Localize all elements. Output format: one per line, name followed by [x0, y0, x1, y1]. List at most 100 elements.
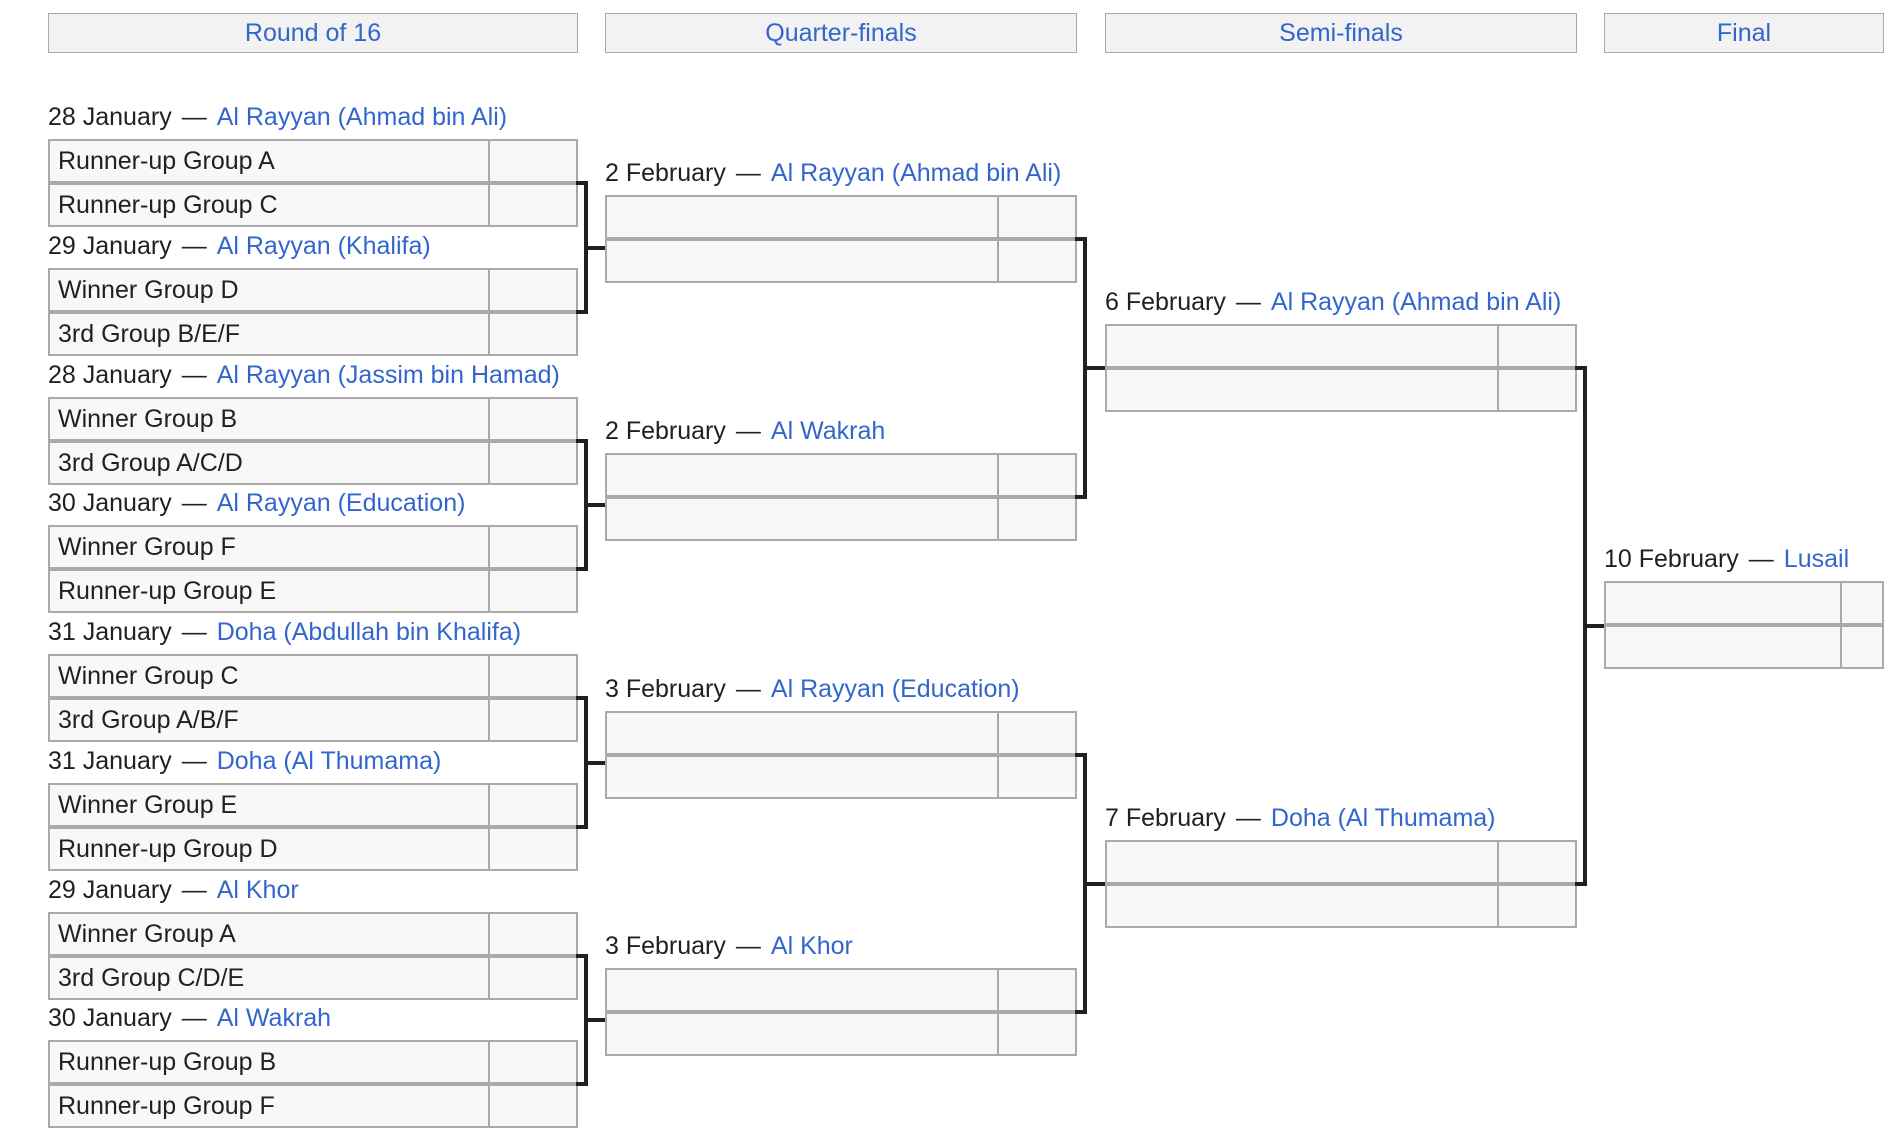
round-header-semi-finals[interactable]: Semi-finals	[1105, 13, 1577, 53]
venue-link[interactable]: Al Rayyan (Ahmad bin Ali)	[216, 103, 508, 131]
match-date: 31 January	[48, 618, 172, 646]
dash-separator: —	[181, 489, 207, 517]
dash-separator: —	[735, 417, 761, 445]
match-label: 29 January—Al Rayyan (Khalifa)	[48, 229, 431, 263]
team-slot	[1105, 324, 1577, 368]
bracket-connector-line	[576, 696, 588, 700]
bracket-connector-line	[1075, 237, 1087, 241]
venue-link[interactable]: Lusail	[1783, 545, 1850, 573]
team-name	[1107, 886, 1499, 926]
team-name: Winner Group B	[50, 399, 490, 439]
venue-link[interactable]: Al Khor	[216, 876, 299, 904]
venue-link[interactable]: Al Khor	[770, 932, 853, 960]
team-name	[607, 970, 999, 1010]
match-date: 30 January	[48, 489, 172, 517]
team-score	[490, 270, 588, 310]
team-name: Winner Group F	[50, 527, 490, 567]
venue-link[interactable]: Al Rayyan (Ahmad bin Ali)	[1270, 288, 1562, 316]
team-slot	[1604, 625, 1884, 669]
team-slot	[605, 497, 1077, 541]
dash-separator: —	[1235, 288, 1261, 316]
team-name: Runner-up Group B	[50, 1042, 490, 1082]
team-slot	[605, 755, 1077, 799]
team-score	[999, 499, 1097, 539]
match-label: 2 February—Al Wakrah	[605, 414, 885, 448]
bracket-connector-line	[584, 503, 605, 507]
round-header-quarter-finals[interactable]: Quarter-finals	[605, 13, 1077, 53]
team-score	[490, 700, 588, 740]
venue-link[interactable]: Doha (Al Thumama)	[1270, 804, 1496, 832]
team-score	[999, 713, 1097, 753]
team-name: 3rd Group A/B/F	[50, 700, 490, 740]
team-slot: Runner-up Group B	[48, 1040, 578, 1084]
team-score	[490, 141, 588, 181]
team-score	[490, 571, 588, 611]
team-name	[607, 455, 999, 495]
team-name: 3rd Group B/E/F	[50, 314, 490, 354]
team-score	[490, 829, 588, 869]
team-name: Runner-up Group E	[50, 571, 490, 611]
bracket-connector-line	[576, 439, 588, 443]
team-score	[999, 1014, 1097, 1054]
dash-separator: —	[735, 675, 761, 703]
match-date: 3 February	[605, 675, 726, 703]
match-label: 29 January—Al Khor	[48, 873, 299, 907]
team-score	[1499, 326, 1597, 366]
round-header-round-of-16[interactable]: Round of 16	[48, 13, 578, 53]
team-score	[490, 1086, 588, 1126]
match-date: 2 February	[605, 159, 726, 187]
venue-link[interactable]: Al Rayyan (Ahmad bin Ali)	[770, 159, 1062, 187]
team-slot: Winner Group D	[48, 268, 578, 312]
team-slot: Runner-up Group C	[48, 183, 578, 227]
match-label: 3 February — Al Rayyan (Education)	[605, 672, 1020, 706]
match-date: 28 January	[48, 361, 172, 389]
venue-link[interactable]: Al Wakrah	[216, 1004, 332, 1032]
bracket-connector-line	[1075, 753, 1087, 757]
bracket-connector-line	[1575, 366, 1587, 370]
bracket-connector-line	[576, 567, 588, 571]
dash-separator: —	[1748, 545, 1774, 573]
match-date: 10 February	[1604, 545, 1739, 573]
venue-link[interactable]: Al Rayyan (Education)	[770, 675, 1020, 703]
team-slot	[1105, 840, 1577, 884]
team-name: Winner Group D	[50, 270, 490, 310]
team-score	[1499, 886, 1597, 926]
match-label: 31 January—Doha (Abdullah bin Khalifa)	[48, 615, 521, 649]
team-score	[490, 785, 588, 825]
bracket-connector-line	[1075, 495, 1087, 499]
team-name	[607, 241, 999, 281]
team-slot: Winner Group C	[48, 654, 578, 698]
team-name: Runner-up Group C	[50, 185, 490, 225]
team-name: Runner-up Group A	[50, 141, 490, 181]
team-score	[1842, 583, 1904, 623]
team-name	[607, 1014, 999, 1054]
match-date: 29 January	[48, 232, 172, 260]
team-slot: 3rd Group A/B/F	[48, 698, 578, 742]
team-name	[1606, 583, 1842, 623]
team-slot: Runner-up Group A	[48, 139, 578, 183]
team-score	[490, 914, 588, 954]
team-slot: Runner-up Group D	[48, 827, 578, 871]
team-slot	[605, 968, 1077, 1012]
venue-link[interactable]: Al Rayyan (Khalifa)	[216, 232, 431, 260]
team-slot: Winner Group E	[48, 783, 578, 827]
team-name	[1606, 627, 1842, 667]
venue-link[interactable]: Al Wakrah	[770, 417, 886, 445]
team-name	[1107, 326, 1499, 366]
match-label: 28 January—Al Rayyan (Jassim bin Hamad)	[48, 358, 560, 392]
venue-link[interactable]: Doha (Al Thumama)	[216, 747, 442, 775]
bracket-connector-line	[576, 825, 588, 829]
bracket-connector-line	[584, 245, 605, 250]
venue-link[interactable]: Doha (Abdullah bin Khalifa)	[216, 618, 522, 646]
team-slot: 3rd Group B/E/F	[48, 312, 578, 356]
team-name: Winner Group E	[50, 785, 490, 825]
match-date: 30 January	[48, 1004, 172, 1032]
round-header-final[interactable]: Final	[1604, 13, 1884, 53]
venue-link[interactable]: Al Rayyan (Education)	[216, 489, 466, 517]
dash-separator: —	[181, 876, 207, 904]
venue-link[interactable]: Al Rayyan (Jassim bin Hamad)	[216, 361, 560, 389]
team-score	[490, 399, 588, 439]
team-score	[490, 527, 588, 567]
match-date: 6 February	[1105, 288, 1226, 316]
